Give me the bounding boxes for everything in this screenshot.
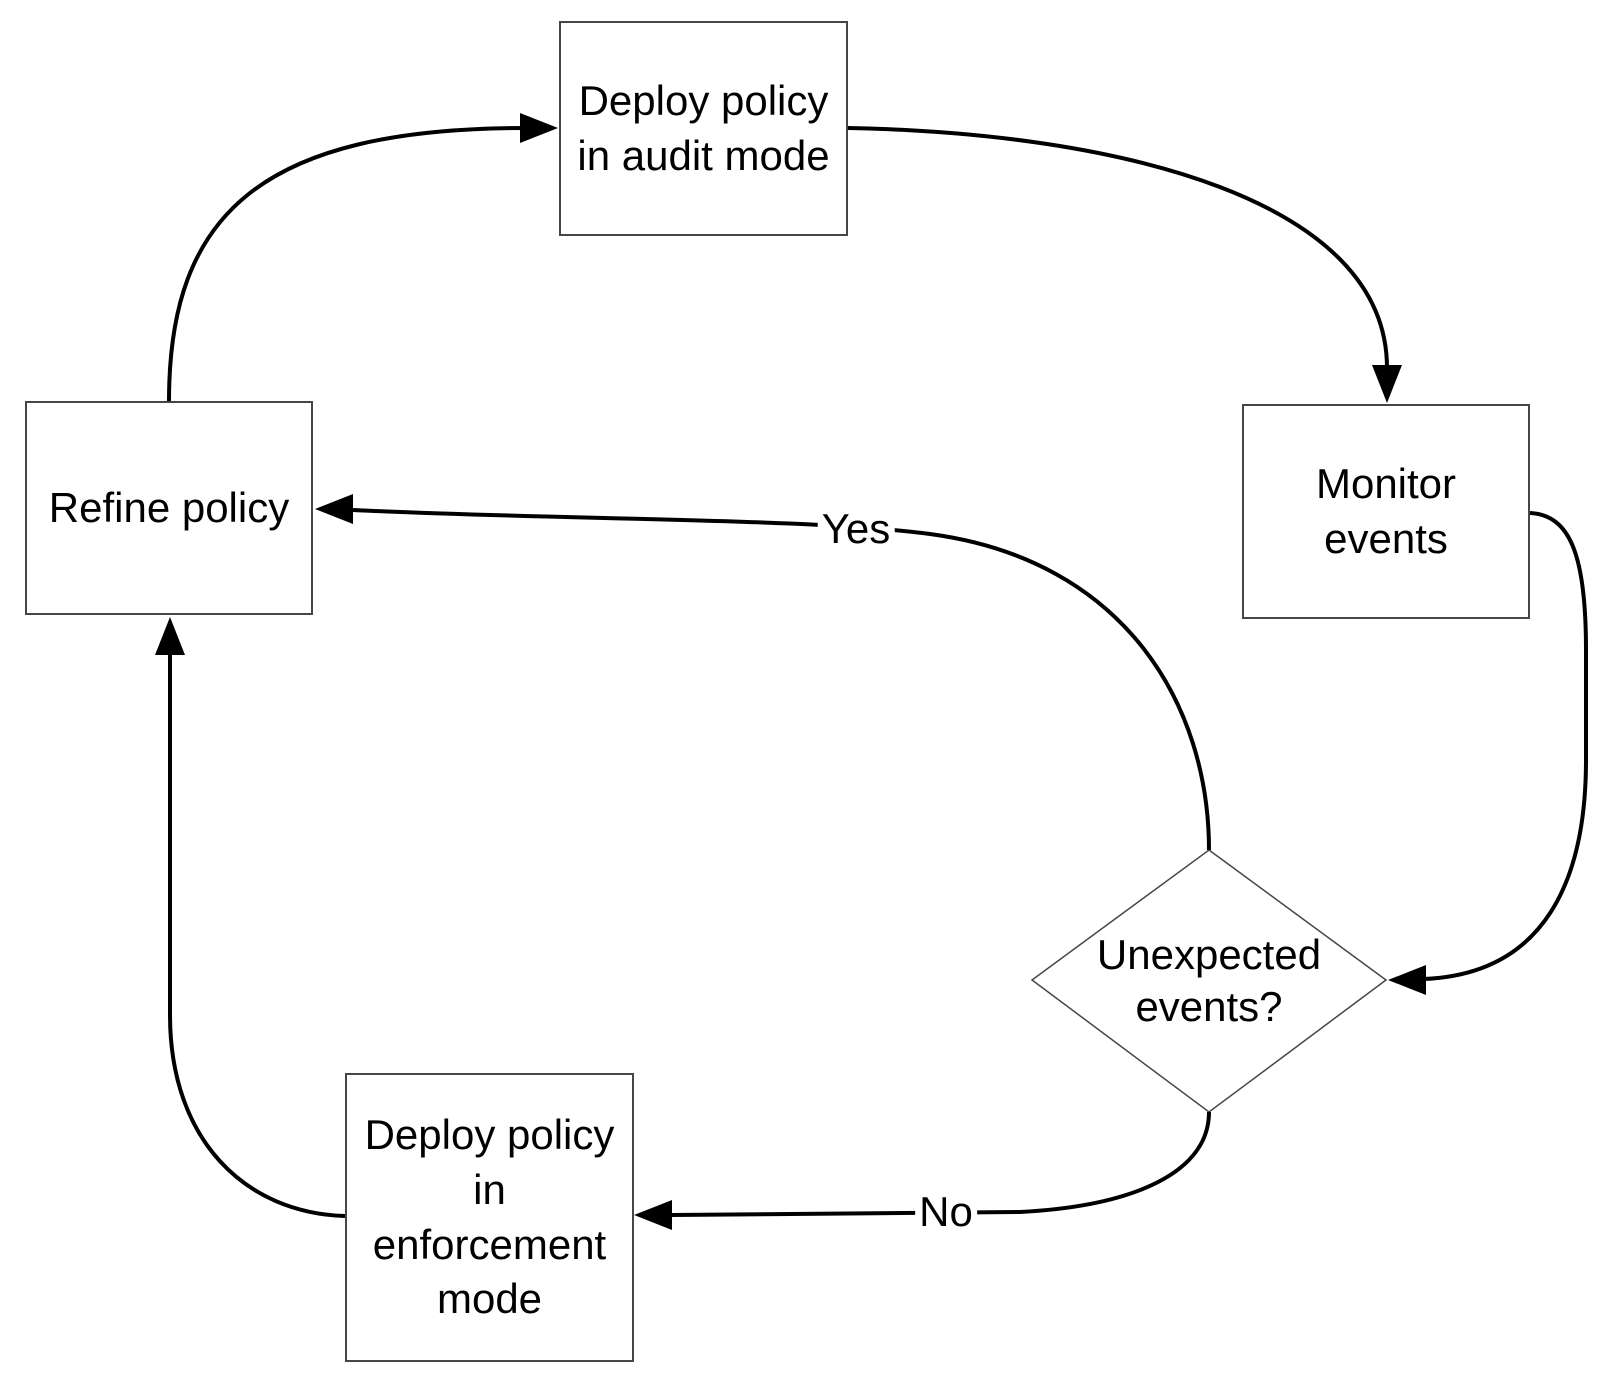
edge-yes-label: Yes [817,505,895,553]
edge-decision-to-refine-yes [352,508,1211,851]
node-deploy-enforce-line1: Deploy policy [364,1111,615,1159]
node-deploy-enforcement: Deploy policy in enforcement mode [345,1073,634,1362]
node-deploy-enforce-line2: in [473,1165,506,1213]
arrowhead-into-audit [520,113,558,143]
arrowhead-no-into-enforce [634,1200,672,1230]
node-monitor-events: Monitor events [1242,404,1530,619]
edge-monitor-to-decision [1423,511,1588,981]
node-deploy-audit-line2: in audit mode [577,131,830,179]
node-decision-shape [1030,849,1388,1113]
arrowhead-yes-into-refine [315,494,353,524]
edge-no-label: No [915,1188,977,1236]
edge-decision-to-enforce-no [671,1111,1211,1217]
node-monitor-line2: events [1324,514,1448,562]
node-deploy-audit-line1: Deploy policy [578,76,829,124]
node-refine-policy: Refine policy [25,401,313,615]
arrowhead-into-monitor [1372,365,1402,403]
edge-enforce-to-refine [168,653,346,1218]
edge-audit-to-monitor [847,126,1389,369]
arrowhead-into-decision [1388,965,1426,995]
edge-refine-to-audit [167,126,527,402]
arrowhead-into-refine-bottom [155,617,185,655]
node-deploy-enforce-line3: enforcement [372,1220,607,1268]
node-deploy-audit: Deploy policy in audit mode [559,21,848,236]
node-refine-line1: Refine policy [48,483,290,531]
node-deploy-enforce-line4: mode [436,1275,543,1323]
node-monitor-line1: Monitor [1315,459,1457,507]
